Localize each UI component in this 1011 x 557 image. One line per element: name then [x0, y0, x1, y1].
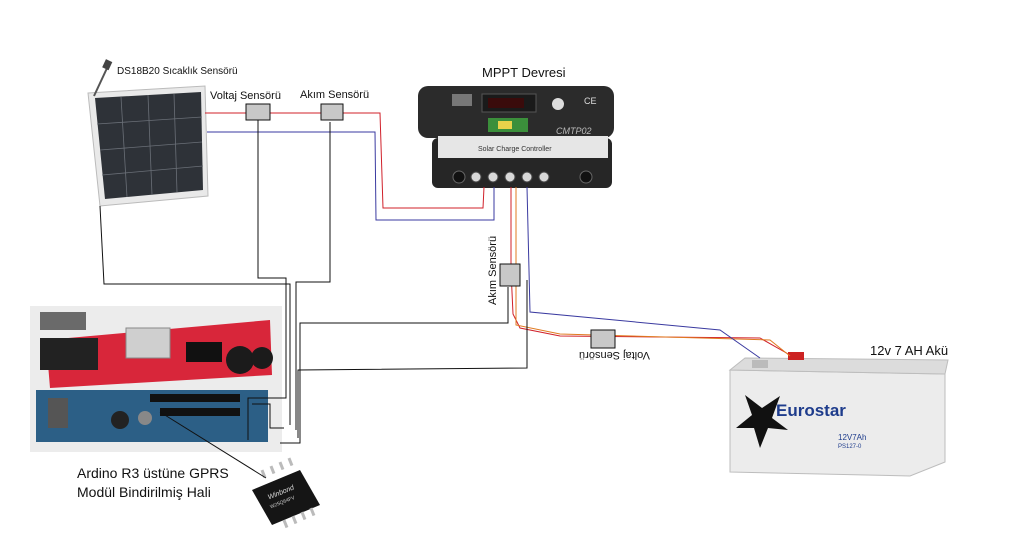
battery-orange-wire [516, 187, 790, 356]
temperature-probe [94, 59, 112, 96]
battery-current-sensor-label: Akım Sensörü [487, 236, 499, 305]
temp-sensor-label: DS18B20 Sıcaklık Sensörü [117, 66, 238, 77]
battery-code: PS127-0 [838, 444, 862, 450]
arduino-caption-line1: Ardino R3 üstüne GPRS [77, 465, 229, 481]
signal-wire-current [296, 122, 330, 430]
ce-mark: CE [584, 96, 597, 106]
battery-brand: Eurostar [776, 401, 846, 420]
controller-text: Solar Charge Controller [478, 146, 552, 153]
panel-current-sensor-label: Akım Sensörü [300, 89, 369, 101]
battery-model: 12V7Ah [838, 433, 866, 442]
battery-voltage-sensor-label: Voltaj Sensörü [579, 349, 650, 361]
panel-voltage-sensor-label: Voltaj Sensörü [210, 90, 281, 102]
panel-current-sensor [321, 104, 343, 120]
signal-wire-battery-current [280, 287, 508, 443]
controller-brand: CMTP02 [556, 126, 592, 136]
arduino-gprs-board [30, 306, 282, 452]
battery-title: 12v 7 AH Akü [870, 343, 948, 358]
flash-chip: Winbond W25Q64FV [252, 458, 320, 529]
solar-panel [88, 86, 208, 206]
mppt-title: MPPT Devresi [482, 65, 566, 80]
arduino-caption-line2: Modül Bindirilmiş Hali [77, 484, 211, 500]
battery-negative-wire [527, 187, 760, 358]
battery-voltage-sensor [591, 330, 615, 348]
panel-voltage-sensor [246, 104, 270, 120]
battery-positive-wire [511, 187, 790, 355]
mppt-controller: Solar Charge Controller CMTP02 CE [418, 86, 614, 188]
battery-current-sensor [500, 264, 520, 286]
battery: Eurostar 12V7Ah PS127-0 [730, 352, 948, 476]
